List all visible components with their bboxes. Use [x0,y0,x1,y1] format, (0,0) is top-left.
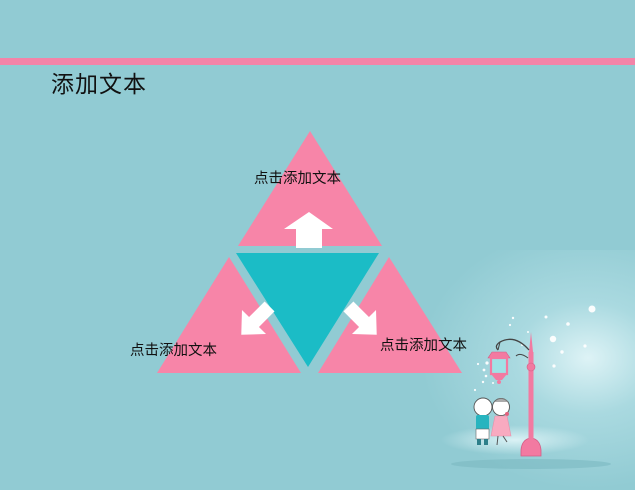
center-triangle[interactable] [236,253,379,367]
right-triangle[interactable] [318,257,462,373]
street-lamp-icon [451,332,611,469]
left-triangle[interactable] [157,257,301,373]
top-triangle[interactable] [238,131,382,246]
couple-lamp-illustration [451,305,611,469]
left-triangle-label[interactable]: 点击添加文本 [130,343,217,359]
floor-glow [440,425,590,455]
arrow-down-left-icon [241,301,275,335]
boy-figure-icon [473,397,493,445]
top-triangle-label[interactable]: 点击添加文本 [254,171,341,187]
slide-title[interactable]: 添加文本 [51,72,147,98]
accent-bar [0,58,635,65]
arrow-down-right-icon [343,301,377,335]
girl-figure-icon [490,398,512,446]
arrow-up-icon [284,212,333,248]
right-triangle-label[interactable]: 点击添加文本 [380,338,467,354]
sparkles-icon [473,305,596,392]
